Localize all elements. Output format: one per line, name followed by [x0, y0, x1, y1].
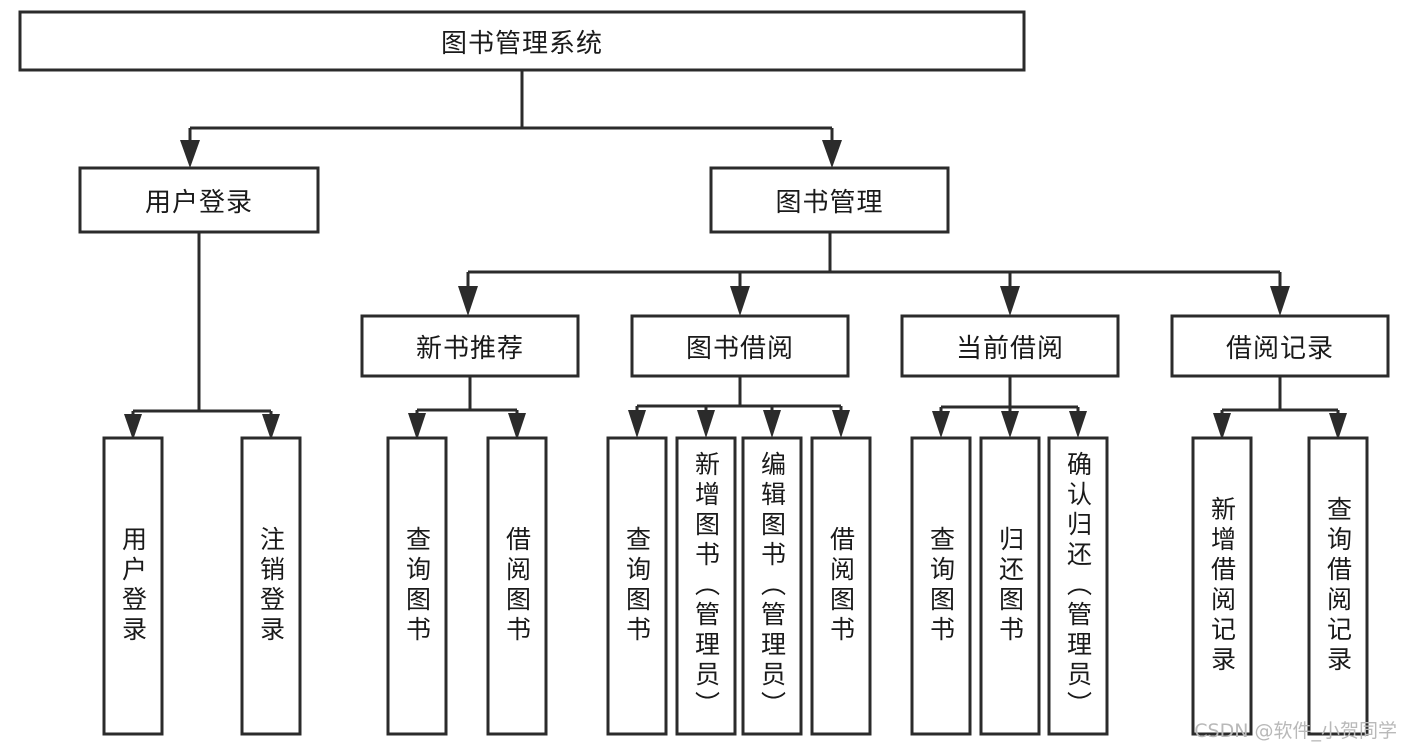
edge-borrow-record-to-leaves	[1213, 376, 1347, 440]
leaf-current-borrow-2[interactable]	[1047, 436, 1109, 736]
leaf-book-borrow-0[interactable]	[606, 436, 668, 736]
leaf-book-borrow-1[interactable]	[675, 436, 737, 736]
edge-user-login-to-bus	[124, 232, 280, 440]
leaf-user-login-1[interactable]	[240, 436, 302, 736]
leaf-borrow-record-0[interactable]	[1191, 436, 1253, 736]
edge-current-borrow-to-leaves	[932, 376, 1087, 438]
node-current-borrow[interactable]	[900, 314, 1120, 378]
leaf-new-book-1[interactable]	[486, 436, 548, 736]
leaf-current-borrow-0[interactable]	[910, 436, 972, 736]
edge-bus-to-user-login	[180, 128, 200, 168]
edge-book-borrow-to-leaves	[628, 376, 850, 438]
node-borrow-record[interactable]	[1170, 314, 1390, 378]
node-new-book-recommend[interactable]	[360, 314, 580, 378]
leaf-new-book-0[interactable]	[386, 436, 448, 736]
edge-bus-to-book-manage	[822, 128, 842, 168]
edge-root-to-bus	[190, 70, 832, 130]
edge-book-manage-to-bus	[458, 232, 1290, 316]
leaf-borrow-record-1[interactable]	[1307, 436, 1369, 736]
node-root-system[interactable]	[18, 10, 1026, 72]
edge-new-book-to-leaves	[408, 376, 526, 440]
leaf-book-borrow-2[interactable]	[741, 436, 803, 736]
node-user-login[interactable]	[78, 166, 320, 234]
leaf-current-borrow-1[interactable]	[979, 436, 1041, 736]
leaf-book-borrow-3[interactable]	[810, 436, 872, 736]
node-book-manage[interactable]	[709, 166, 950, 234]
node-book-borrow[interactable]	[630, 314, 850, 378]
leaf-user-login-0[interactable]	[102, 436, 164, 736]
